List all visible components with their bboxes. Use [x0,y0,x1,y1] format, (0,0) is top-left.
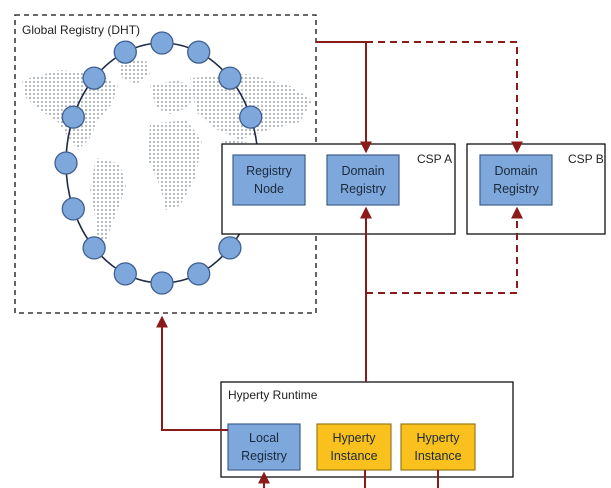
dht-node[interactable] [218,66,242,90]
global-registry-title: Global Registry (DHT) [22,23,140,37]
connector-runtime-to-csp-b [366,206,523,294]
hyperty-instance-2[interactable] [400,423,476,471]
dht-node[interactable] [239,105,263,129]
dht-node[interactable] [61,197,85,221]
dht-node[interactable] [187,40,211,64]
connectors [156,41,523,488]
dht-node[interactable] [82,236,106,260]
hyperty-instance-1-label-line2: Instance [330,449,377,463]
local-registry-label-line1: Local [249,431,279,445]
registry-node-label-line2: Node [254,182,284,196]
hyperty-runtime-label: Hyperty Runtime [228,388,318,402]
connector-dht-to-csp-b [366,41,523,154]
dht-node[interactable] [150,271,174,295]
csp-b-domain-registry[interactable] [479,154,553,206]
local-registry[interactable] [227,423,301,471]
csp-a-label: CSP A [417,152,452,166]
csp-b-domain-registry-label-line2: Registry [493,182,540,196]
dht-node[interactable] [82,66,106,90]
csp-b-domain-registry-label-line1: Domain [494,164,537,178]
hyperty-instance-2-label-line2: Instance [414,449,461,463]
csp-a-domain-registry-label-line2: Registry [340,182,387,196]
dht-node[interactable] [150,31,174,55]
connector-local-to-global [156,315,228,431]
dht-node[interactable] [54,151,78,175]
hyperty-instance-1[interactable] [316,423,392,471]
csp-a-domain-registry-label-line1: Domain [341,164,384,178]
registry-node[interactable] [232,154,306,206]
local-registry-label-line2: Registry [241,449,288,463]
dht-node[interactable] [218,236,242,260]
dht-node[interactable] [61,105,85,129]
registry-node-label-line1: Registry [246,164,293,178]
connector-dht-to-csp-a [316,41,372,154]
dht-node[interactable] [113,40,137,64]
csp-a-domain-registry[interactable] [326,154,400,206]
csp-b-label: CSP B [568,152,604,166]
dht-node[interactable] [187,262,211,286]
hyperty-instance-2-label-line1: Hyperty [416,431,460,445]
hyperty-instance-1-label-line1: Hyperty [332,431,376,445]
dht-node[interactable] [113,262,137,286]
